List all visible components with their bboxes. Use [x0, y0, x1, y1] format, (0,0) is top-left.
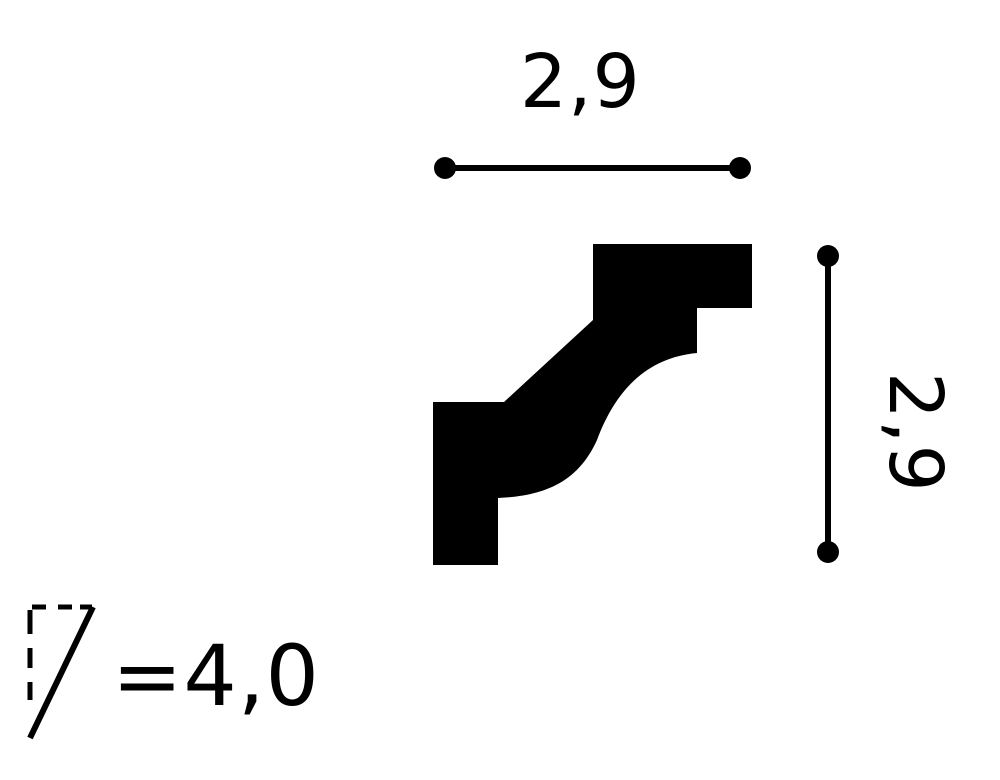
legend-value-label: =4,0: [112, 627, 320, 725]
height-label: 2,9: [872, 372, 958, 493]
height-dimension-line: [817, 245, 839, 563]
width-dimension-line: [434, 157, 751, 179]
cornice-profile-shape: [433, 244, 752, 565]
width-label: 2,9: [520, 39, 641, 125]
dashed-angle-icon: [27, 604, 96, 740]
